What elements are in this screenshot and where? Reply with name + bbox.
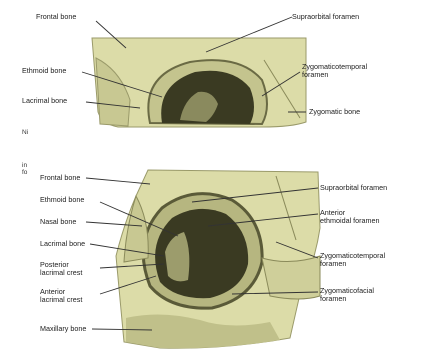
top-label-zygomatic-bone: Zygomatic bone [309, 108, 360, 116]
bottom-label-posterior-lacrimal-crest: Posterior lacrimal crest [40, 261, 82, 277]
bottom-skull-illustration [116, 170, 320, 348]
stray-text-infr: in fo [22, 162, 27, 176]
bottom-label-anterior-ethmoidal-foramen: Anterior ethmoidal foramen [320, 209, 380, 225]
top-label-ethmoid-bone: Ethmoid bone [22, 67, 66, 75]
bottom-label-ethmoid-bone: Ethmoid bone [40, 196, 84, 204]
bottom-label-nasal-bone: Nasal bone [40, 218, 76, 226]
top-label-zygomaticotemporal-foramen: Zygomaticotemporal foramen [302, 63, 367, 79]
top-label-frontal-bone: Frontal bone [36, 13, 76, 21]
leader-bottom-frontal [86, 178, 150, 184]
stray-text-ni: Ni [22, 129, 28, 136]
bottom-label-zygomaticotemporal-foramen: Zygomaticotemporal foramen [320, 252, 385, 268]
bottom-label-supraorbital-foramen: Supraorbital foramen [320, 184, 387, 192]
top-label-lacrimal-bone: Lacrimal bone [22, 97, 67, 105]
bottom-label-maxillary-bone: Maxillary bone [40, 325, 86, 333]
bottom-label-zygomaticofacial-foramen: Zygomaticofacial foramen [320, 287, 374, 303]
bottom-label-frontal-bone: Frontal bone [40, 174, 80, 182]
bottom-label-lacrimal-bone: Lacrimal bone [40, 240, 85, 248]
top-skull-illustration [92, 38, 306, 127]
bottom-label-anterior-lacrimal-crest: Anterior lacrimal crest [40, 288, 82, 304]
top-label-supraorbital-foramen: Supraorbital foramen [292, 13, 359, 21]
